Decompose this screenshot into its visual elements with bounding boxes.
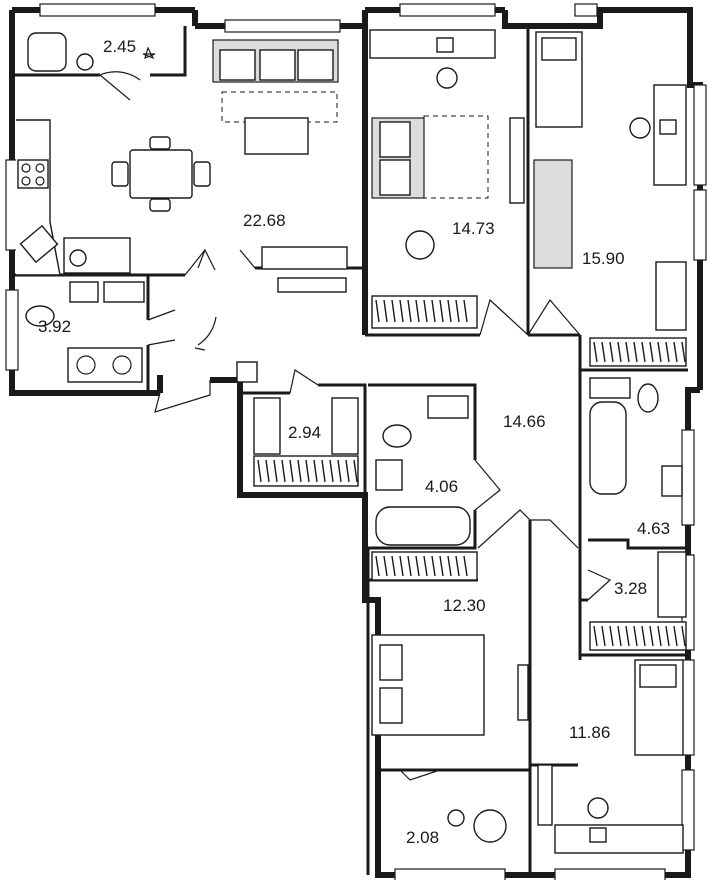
desk-chair-icon — [436, 67, 458, 89]
toilet-icon — [382, 424, 412, 448]
plant-icon — [142, 46, 156, 60]
washbasin-icon — [427, 395, 469, 419]
wardrobe-hatching — [257, 299, 686, 647]
desk-chair-icon — [587, 797, 609, 819]
washing-machine-icon — [67, 347, 143, 383]
doors — [99, 71, 612, 781]
desk-icon — [554, 824, 684, 854]
wardrobe-icon — [655, 261, 687, 331]
dining-table-icon — [129, 149, 193, 199]
sink-icon — [19, 224, 59, 264]
area-labels: 2.45 22.68 14.73 15.90 3.92 2.94 14.66 4… — [38, 37, 670, 847]
furniture — [16, 29, 687, 854]
desk-icon — [369, 29, 496, 59]
sofa-icon — [533, 159, 573, 269]
area-label-living-kitchen: 22.68 — [243, 211, 286, 230]
armchair-icon — [405, 230, 435, 260]
side-table-icon — [447, 809, 465, 827]
desk-icon — [653, 84, 687, 186]
area-label-wardrobe-right: 3.28 — [614, 579, 647, 598]
area-label-balcony-bottom: 2.08 — [406, 828, 439, 847]
washbasin-icon — [69, 281, 99, 303]
toilet-icon — [25, 305, 55, 327]
electrical-panel-icon — [236, 361, 258, 383]
armchair-icon — [473, 809, 507, 843]
wardrobe-icon — [589, 337, 687, 367]
bathtub-icon — [589, 401, 627, 495]
area-label-hall: 14.66 — [503, 412, 546, 431]
tv-icon — [509, 117, 525, 204]
inner-walls — [12, 26, 688, 875]
armchair-icon — [27, 32, 67, 72]
area-label-bedroom-top-right: 15.90 — [582, 249, 625, 268]
area-label-bathroom-right: 4.63 — [637, 519, 670, 538]
tv-icon — [517, 664, 529, 721]
washbasin-icon — [661, 465, 683, 497]
wardrobe-icon — [537, 764, 553, 826]
bathtub-icon — [375, 506, 471, 546]
area-label-bedroom-top-middle: 14.73 — [452, 219, 495, 238]
cat-icon — [194, 316, 217, 351]
wardrobe-icon — [589, 621, 687, 651]
area-label-bathroom-left: 3.92 — [38, 317, 71, 336]
side-table-icon — [76, 53, 94, 71]
toilet-icon — [637, 383, 659, 413]
tv-unit-icon — [261, 246, 348, 270]
wardrobe-icon — [371, 295, 478, 329]
windows — [5, 3, 707, 880]
area-label-wardrobe-left: 2.94 — [288, 423, 321, 442]
area-label-bathroom-middle: 4.06 — [425, 477, 458, 496]
coffee-table-icon — [244, 117, 309, 155]
area-label-bedroom-bottom-right: 11.86 — [569, 723, 610, 742]
area-label-balcony-top: 2.45 — [103, 37, 136, 56]
area-label-bedroom-bottom-left: 12.30 — [443, 596, 486, 615]
